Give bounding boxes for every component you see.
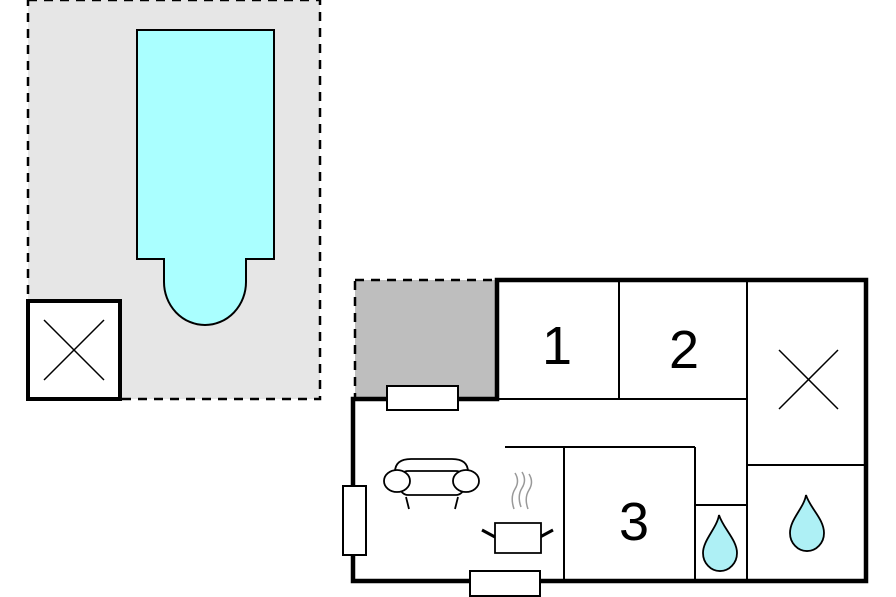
- terrace-area: [26, 0, 322, 401]
- shower-drop: [702, 514, 738, 572]
- house: 1 2 3: [342, 277, 869, 597]
- interior-walls: [497, 280, 866, 581]
- indoor-stairs-cross-icon: [778, 349, 839, 410]
- exterior-walls: [350, 277, 869, 584]
- room-1-label: 1: [542, 316, 572, 376]
- pool-icon: [136, 29, 275, 326]
- outdoor-stairs-cross-box-icon: [26, 299, 122, 401]
- swimming-pool: [136, 29, 275, 326]
- water-drop-icon: [702, 494, 825, 572]
- window-left: [342, 485, 367, 556]
- sofa-icon: [383, 458, 480, 510]
- cooking-pot-icon: [481, 471, 554, 554]
- covered-area: [353, 278, 499, 401]
- bath-drop: [789, 494, 825, 552]
- window-bottom: [469, 570, 541, 597]
- window-icon: [342, 385, 541, 597]
- window-top: [386, 385, 459, 411]
- room-3-label: 3: [619, 492, 649, 552]
- room-2-label: 2: [669, 320, 699, 380]
